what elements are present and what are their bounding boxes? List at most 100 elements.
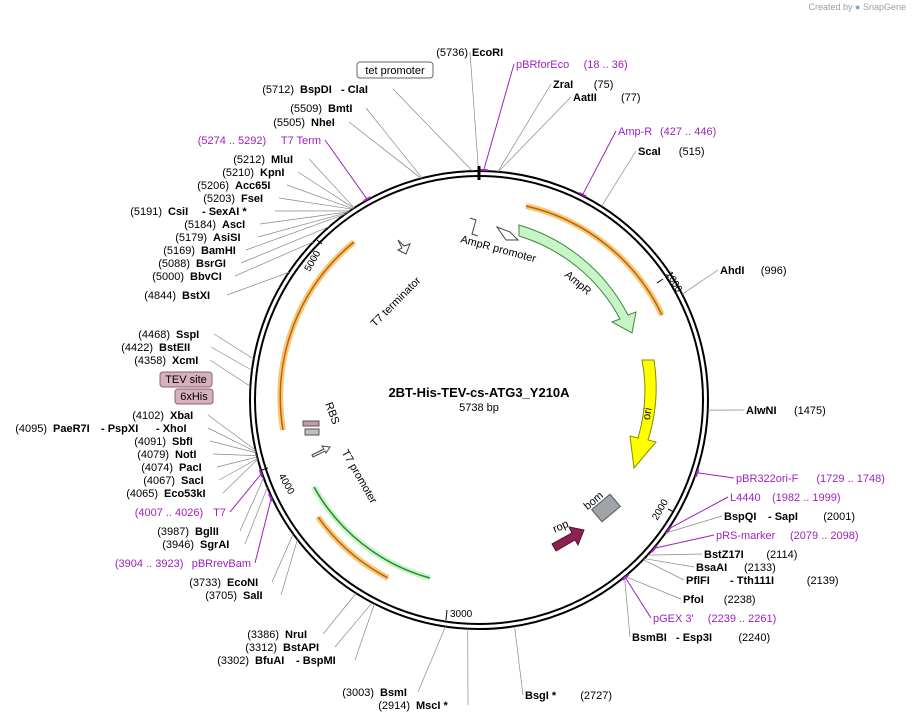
site-position: (2240) (738, 632, 770, 644)
primer-label-t7-term[interactable]: T7 Term (5274 .. 5292) (198, 135, 321, 147)
site-position: (5712) (262, 84, 294, 96)
leader-line (624, 576, 631, 638)
site-label-bstapi[interactable]: BstAPI (3312) (245, 642, 319, 654)
ori-arrow (629, 359, 657, 470)
leader-line (209, 359, 251, 387)
site-label-msci-[interactable]: MscI *(2914) (378, 700, 448, 712)
site-label-bsrgi[interactable]: BsrGI(5088) (158, 258, 226, 270)
site-label-sgrai[interactable]: SgrAI(3946) (162, 539, 229, 551)
site-label-kpni[interactable]: KpnI(5210) (222, 167, 284, 179)
site-position: (4095) (15, 423, 47, 435)
primer-name: T7 Term (281, 135, 321, 147)
site-label-eco53ki[interactable]: Eco53kI(4065) (126, 488, 205, 500)
primer-tick (268, 493, 274, 502)
site-label-nrui[interactable]: NruI(3386) (247, 629, 307, 641)
site-alt-name: - XhoI (156, 423, 187, 435)
primer-label-pbrforeco[interactable]: pBRforEco(18 .. 36) (516, 59, 628, 71)
site-position: (996) (761, 265, 787, 277)
leader-line (259, 211, 349, 225)
site-label-asci[interactable]: AscI(5184) (184, 219, 245, 231)
primer-label-pgex-3-[interactable]: pGEX 3' (2239 .. 2261) (653, 613, 776, 625)
site-label-sali[interactable]: SalI(3705) (205, 590, 262, 602)
site-label-pflfi[interactable]: PflFI- Tth111I(2139) (686, 575, 839, 587)
site-alt-name: - Esp3I (676, 632, 712, 644)
primer-label-amp-r[interactable]: Amp-R(427 .. 446) (618, 126, 716, 138)
site-label-econi[interactable]: EcoNI(3733) (189, 577, 258, 589)
site-label-sbfi[interactable]: SbfI(4091) (134, 436, 193, 448)
site-label-bspqi[interactable]: BspQI- SapI(2001) (724, 511, 855, 523)
leader-line (417, 626, 446, 693)
site-label-bmti[interactable]: BmtI(5509) (290, 103, 352, 115)
site-label-xcmi[interactable]: XcmI(4358) (134, 355, 198, 367)
site-name: NheI (311, 117, 335, 129)
leader-line (334, 602, 373, 648)
site-position: (5000) (152, 271, 184, 283)
site-name: BmtI (328, 103, 352, 115)
site-name: XbaI (170, 410, 193, 422)
site-label-bspdi[interactable]: BspDI- ClaI(5712) (262, 84, 368, 96)
site-position: (4844) (144, 290, 176, 302)
site-label-fsei[interactable]: FseI(5203) (203, 193, 263, 205)
site-label-bglii[interactable]: BglII(3987) (157, 526, 219, 538)
site-label-ahdi[interactable]: AhdI(996) (720, 265, 786, 277)
primer-label-prs-marker[interactable]: pRS-marker(2079 .. 2098) (716, 530, 859, 542)
primer-label-t7[interactable]: T7(4007 .. 4026) (135, 507, 226, 519)
leader-line (498, 96, 572, 173)
site-label-bsteii[interactable]: BstEII(4422) (121, 342, 190, 354)
leader-line (653, 534, 715, 550)
leader-line (365, 107, 423, 179)
site-label-bbvci[interactable]: BbvCI(5000) (152, 271, 222, 283)
site-label-bamhi[interactable]: BamHI(5169) (163, 245, 236, 257)
site-label-pfoi[interactable]: PfoI(2238) (683, 594, 756, 606)
primer-tick (258, 469, 264, 478)
site-label-ecori[interactable]: (5736)EcoRI (436, 47, 503, 59)
primer-range: (2079 .. 2098) (790, 530, 859, 542)
primer-name: pBRrevBam (192, 558, 251, 570)
site-label-alwni[interactable]: AlwNI(1475) (746, 405, 826, 417)
site-label-bstxi[interactable]: BstXI(4844) (144, 290, 210, 302)
site-name: BstAPI (283, 642, 319, 654)
site-label-bstz17i[interactable]: BstZ17I(2114) (704, 549, 797, 561)
orf-arc-orange (317, 516, 389, 579)
site-position: (2114) (766, 549, 797, 561)
leader-line (244, 487, 268, 545)
leader-line (643, 559, 685, 581)
site-label-bsaai[interactable]: BsaAI(2133) (696, 562, 776, 574)
bom-box (590, 493, 622, 523)
site-label-scai[interactable]: ScaI(515) (638, 146, 704, 158)
site-label-zrai[interactable]: ZraI(75) (553, 79, 613, 91)
site-label-paer7i[interactable]: PaeR7I- PspXI- XhoI(4095) (15, 423, 186, 435)
site-position: (3312) (245, 642, 277, 654)
site-name: FseI (241, 193, 263, 205)
primer-name: pGEX 3' (653, 613, 694, 625)
primer-tick (621, 574, 630, 581)
site-label-bsmbi[interactable]: BsmBI- Esp3I(2240) (632, 632, 770, 644)
site-label-csii[interactable]: CsiI- SexAI *(5191) (130, 206, 247, 218)
primer-range: (2239 .. 2261) (708, 613, 777, 625)
leader-line (392, 88, 473, 172)
site-label-aatii[interactable]: AatII(77) (573, 92, 641, 104)
site-label-xbai[interactable]: XbaI(4102) (132, 410, 193, 422)
site-label-noti[interactable]: NotI(4079) (137, 449, 196, 461)
6xhis-tag (174, 388, 214, 405)
site-name: EcoRI (472, 47, 503, 59)
site-label-saci[interactable]: SacI(4067) (143, 475, 203, 487)
site-label-sspi[interactable]: SspI(4468) (138, 329, 199, 341)
site-label-acc65i[interactable]: Acc65I(5206) (197, 180, 270, 192)
site-position: (5184) (184, 219, 216, 231)
site-position: (5212) (233, 154, 265, 166)
site-label-paci[interactable]: PacI(4074) (141, 462, 201, 474)
site-alt-name: - BspMI (296, 655, 336, 667)
site-label-bsgi-[interactable]: BsgI *(2727) (525, 690, 612, 702)
primer-label-pbr322ori-f[interactable]: pBR322ori-F(1729 .. 1748) (736, 473, 885, 485)
orf-arc-orange-glow (315, 515, 390, 581)
site-label-asisi[interactable]: AsiSI(5179) (175, 232, 240, 244)
site-label-mlui[interactable]: MluI(5212) (233, 154, 293, 166)
site-label-bsmi[interactable]: BsmI(3003) (342, 687, 407, 699)
primer-label-l4440[interactable]: L4440(1982 .. 1999) (730, 492, 841, 504)
site-label-nhei[interactable]: NheI(5505) (273, 117, 335, 129)
primer-range: (5274 .. 5292) (198, 135, 267, 147)
site-position: (3003) (342, 687, 374, 699)
site-label-bfuai[interactable]: BfuAI- BspMI(3302) (217, 655, 336, 667)
primer-label-pbrrevbam[interactable]: pBRrevBam(3904 .. 3923) (115, 558, 251, 570)
